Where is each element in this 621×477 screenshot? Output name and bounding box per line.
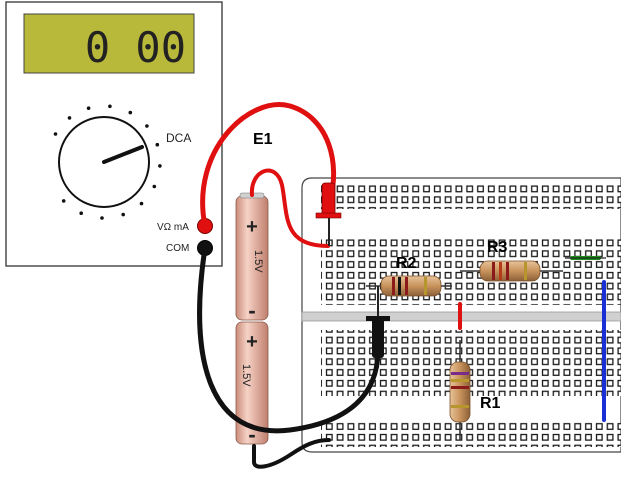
dial-ticks	[53, 104, 162, 220]
cell-top-minus: -	[248, 298, 255, 323]
wires	[197, 102, 606, 469]
lcd-display	[23, 13, 195, 74]
dial-tick-dot	[121, 212, 125, 217]
range-dial[interactable]	[53, 104, 162, 220]
bottom-power-rail	[321, 421, 621, 447]
lcd-reading: 0 00	[85, 23, 186, 72]
battery-positive-wire[interactable]	[249, 168, 330, 248]
battery-negative-wire[interactable]	[252, 438, 331, 469]
dial-tick-dot	[100, 216, 104, 220]
battery-label: E1	[253, 131, 273, 148]
cell-bottom-body	[235, 321, 269, 445]
resistor-r1[interactable]: R1	[449, 340, 501, 440]
battery-cell-top: + 1.5V -	[235, 192, 269, 323]
cell-top-plus: +	[246, 216, 258, 238]
dial-pointer	[102, 145, 144, 164]
red-meter-lead[interactable]	[200, 102, 337, 229]
dial-tick-dot	[152, 184, 157, 189]
dial-tick-dot	[155, 142, 160, 147]
dial-tick-dot	[128, 110, 133, 115]
dial-tick-dot	[79, 211, 83, 215]
dial-tick-dot	[139, 201, 144, 206]
r2-label: R2	[396, 255, 417, 272]
red-probe[interactable]	[315, 182, 342, 246]
cell-bottom-minus: -	[248, 422, 255, 447]
r3-label: R3	[487, 239, 508, 256]
dial-tick-dot	[158, 164, 162, 168]
cell-bottom-voltage: 1.5V	[240, 364, 252, 387]
dial-tick-dot	[108, 104, 112, 109]
mode-label: DCA	[166, 131, 191, 145]
dial-tick-dot	[145, 124, 149, 128]
port-v-label: VΩ mA	[157, 222, 189, 233]
cell-bottom-plus: +	[246, 331, 258, 353]
port-com-label: COM	[166, 243, 189, 254]
resistor-r2[interactable]: R2	[366, 255, 452, 297]
black-probe[interactable]	[366, 286, 390, 358]
resistor-r3[interactable]: R3	[460, 239, 563, 282]
top-terminal-strip	[321, 239, 621, 305]
dial-tick-dot	[67, 116, 72, 120]
top-power-rail	[321, 183, 621, 209]
dial-tick-dot	[53, 132, 58, 136]
cell-top-voltage: 1.5V	[252, 250, 264, 273]
dial-tick-dot	[86, 106, 91, 110]
battery-cell-bottom: + 1.5V -	[235, 321, 269, 447]
battery-pack: E1 + 1.5V - + 1.5V -	[235, 131, 273, 447]
dial-tick-dot	[61, 199, 66, 203]
multimeter: 0 00 DCA VΩ mA COM	[5, 1, 223, 267]
bottom-terminal-strip	[321, 330, 621, 396]
r1-label: R1	[480, 395, 501, 412]
black-meter-lead[interactable]	[197, 245, 381, 434]
